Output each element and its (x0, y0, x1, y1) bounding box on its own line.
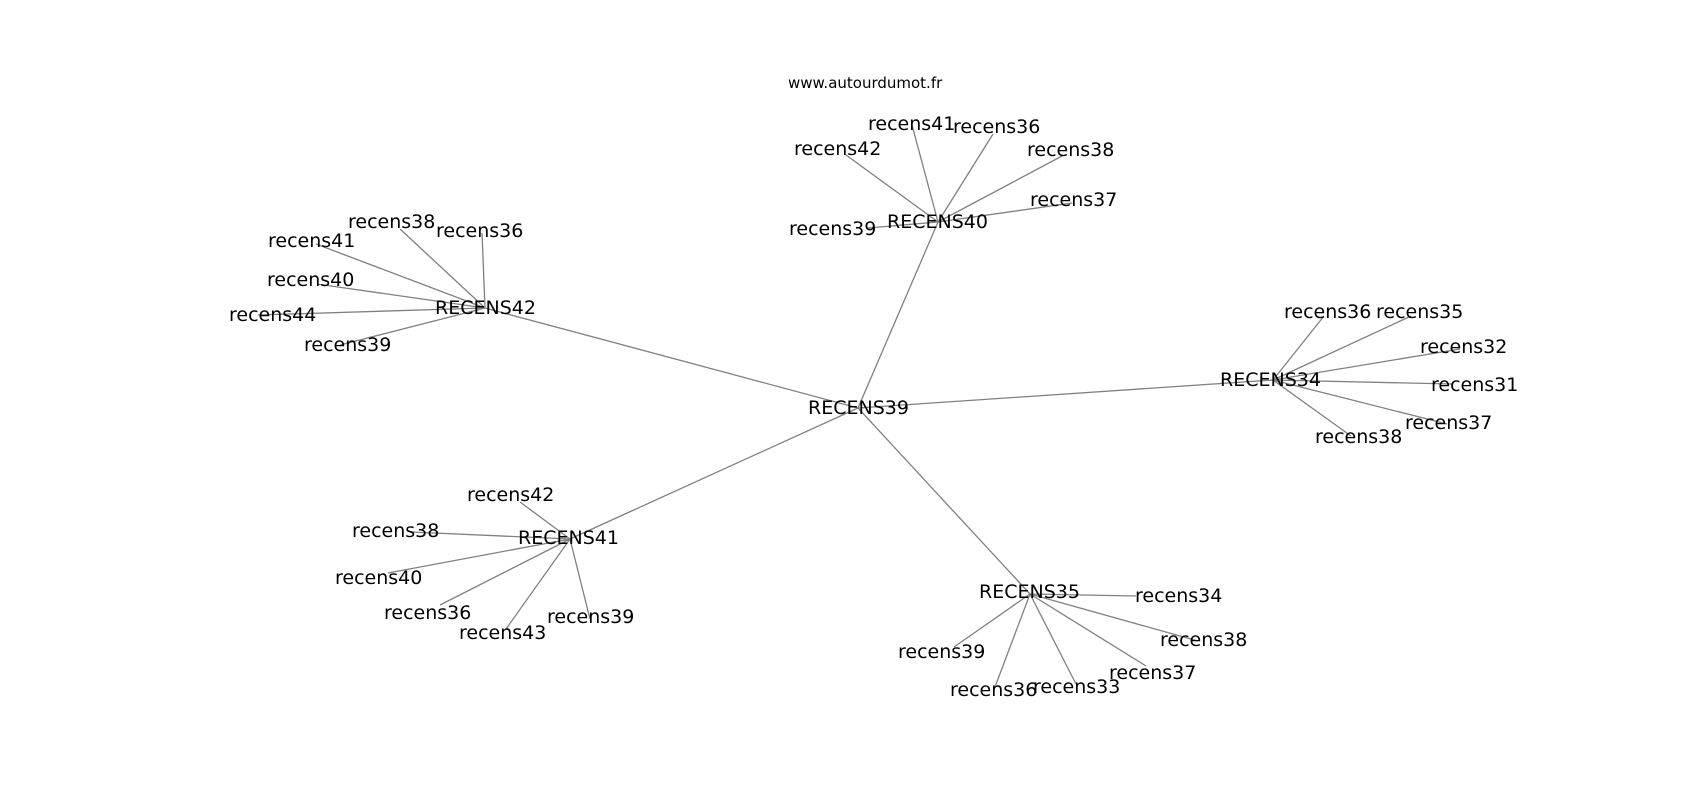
leaf-node-label-recens35[interactable]: recens35 (1376, 301, 1463, 323)
edge-center-to-recens35 (857, 407, 1031, 595)
edge-recens41-to-recens36 (439, 538, 571, 606)
edge-recens40-to-recens42 (845, 154, 939, 223)
leaf-node-label-recens38[interactable]: recens38 (1160, 629, 1247, 651)
leaf-node-label-recens36[interactable]: recens36 (950, 679, 1037, 701)
edge-recens35-to-recens34 (1029, 593, 1137, 597)
leaf-node-label-recens39[interactable]: recens39 (547, 606, 634, 628)
leaf-node-label-recens40[interactable]: recens40 (335, 567, 422, 589)
edge-recens35-to-recens33 (1029, 593, 1077, 685)
leaf-node-label-recens37[interactable]: recens37 (1109, 662, 1196, 684)
labels-layer: RECENS39RECENS40recens41recens36recens42… (229, 113, 1518, 701)
leaf-node-label-recens41[interactable]: recens41 (268, 230, 355, 252)
leaf-node-label-recens36[interactable]: recens36 (384, 602, 471, 624)
edges-layer (257, 124, 1461, 688)
leaf-node-label-recens44[interactable]: recens44 (229, 304, 316, 326)
leaf-node-label-recens36[interactable]: recens36 (953, 116, 1040, 138)
edge-recens41-to-recens43 (505, 538, 571, 630)
leaf-node-label-recens39[interactable]: recens39 (304, 334, 391, 356)
edge-recens40-to-recens39 (867, 221, 939, 229)
edge-recens35-to-recens38 (1029, 593, 1199, 642)
edge-recens40-to-recens38 (937, 155, 1063, 223)
edge-recens34-to-recens32 (1272, 348, 1461, 381)
edge-recens42-to-recens38 (399, 228, 486, 309)
leaf-node-label-recens34[interactable]: recens34 (1135, 585, 1222, 607)
leaf-node-label-recens38[interactable]: recens38 (1315, 426, 1402, 448)
leaf-node-label-recens33[interactable]: recens33 (1033, 676, 1120, 698)
edge-recens34-to-recens35 (1272, 315, 1412, 381)
hub-node-label-recens41[interactable]: RECENS41 (518, 527, 619, 549)
edge-recens41-to-recens38 (410, 531, 571, 540)
edge-center-to-recens42 (484, 307, 859, 409)
edge-recens41-to-recens42 (519, 501, 571, 540)
edge-recens35-to-recens39 (953, 593, 1031, 648)
edge-recens42-to-recens41 (315, 243, 486, 309)
leaf-node-label-recens38[interactable]: recens38 (1027, 139, 1114, 161)
leaf-node-label-recens31[interactable]: recens31 (1431, 374, 1518, 396)
edge-center-to-recens40 (857, 221, 939, 409)
edge-recens34-to-recens37 (1272, 379, 1448, 425)
edge-recens42-to-recens40 (316, 283, 486, 309)
edge-recens35-to-recens37 (1029, 593, 1147, 667)
edge-recens34-to-recens36 (1272, 315, 1325, 381)
leaf-node-label-recens37[interactable]: recens37 (1030, 189, 1117, 211)
leaf-node-label-recens39[interactable]: recens39 (898, 641, 985, 663)
edge-recens42-to-recens39 (339, 307, 486, 346)
hub-node-label-recens40[interactable]: RECENS40 (887, 211, 988, 233)
edge-recens40-to-recens37 (937, 202, 1073, 223)
edge-recens34-to-recens31 (1272, 379, 1453, 385)
leaf-node-label-recens41[interactable]: recens41 (868, 113, 955, 135)
edge-recens41-to-recens40 (387, 538, 571, 574)
edge-recens34-to-recens38 (1272, 379, 1352, 437)
leaf-node-label-recens32[interactable]: recens32 (1420, 336, 1507, 358)
watermark-text: www.autourdumot.fr (788, 74, 943, 92)
leaf-node-label-recens36[interactable]: recens36 (436, 220, 523, 242)
edge-recens41-to-recens39 (569, 538, 591, 620)
leaf-node-label-recens38[interactable]: recens38 (352, 520, 439, 542)
leaf-node-label-recens37[interactable]: recens37 (1405, 412, 1492, 434)
leaf-node-label-recens42[interactable]: recens42 (794, 138, 881, 160)
hub-node-label-recens34[interactable]: RECENS34 (1220, 369, 1321, 391)
edge-center-to-recens41 (569, 407, 859, 540)
leaf-node-label-recens42[interactable]: recens42 (467, 484, 554, 506)
edge-recens40-to-recens41 (911, 124, 939, 223)
edge-recens40-to-recens36 (937, 133, 994, 223)
leaf-node-label-recens39[interactable]: recens39 (789, 218, 876, 240)
hub-node-label-recens35[interactable]: RECENS35 (979, 581, 1080, 603)
hub-node-label-recens42[interactable]: RECENS42 (435, 297, 536, 319)
edge-recens42-to-recens44 (257, 307, 486, 316)
edge-recens35-to-recens36 (994, 593, 1031, 688)
center-node-label[interactable]: RECENS39 (808, 397, 909, 419)
leaf-node-label-recens40[interactable]: recens40 (267, 269, 354, 291)
leaf-node-label-recens38[interactable]: recens38 (348, 211, 435, 233)
leaf-node-label-recens43[interactable]: recens43 (459, 622, 546, 644)
edge-center-to-recens34 (857, 379, 1274, 409)
edge-recens42-to-recens36 (481, 232, 486, 309)
leaf-node-label-recens36[interactable]: recens36 (1284, 301, 1371, 323)
